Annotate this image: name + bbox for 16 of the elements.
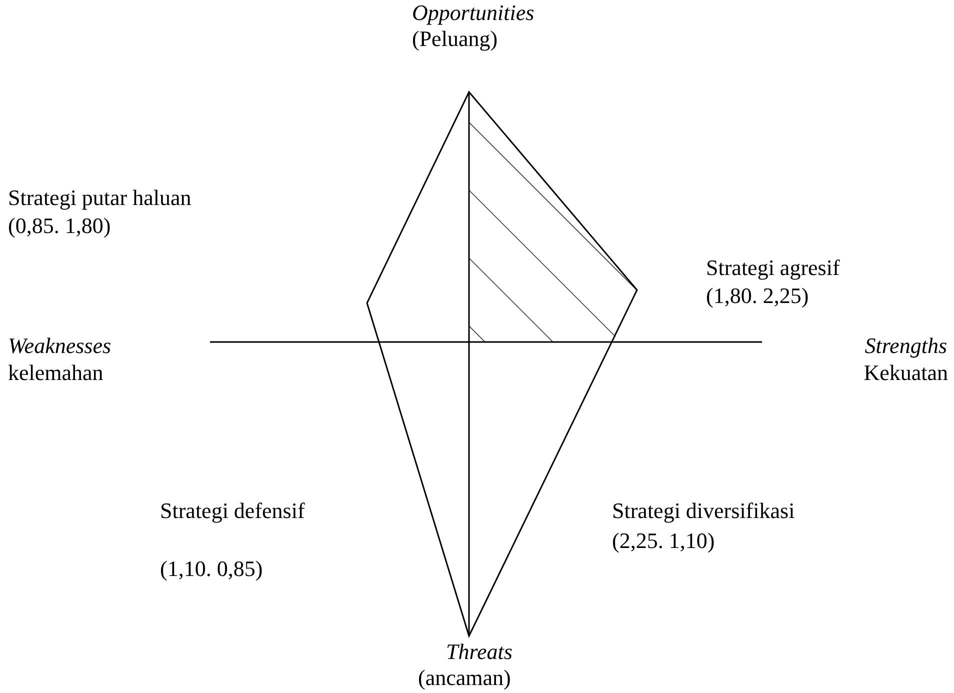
quadrant-label: Strategi putar haluan <box>8 185 192 211</box>
axis-label: (ancaman) <box>418 665 511 691</box>
axis-label: Kekuatan <box>864 360 948 386</box>
axis-label: Threats <box>446 639 512 665</box>
quadrant-label: Strategi defensif <box>160 498 305 524</box>
coordinate-label: (1,80. 2,25) <box>706 283 809 309</box>
axis-label: kelemahan <box>8 360 104 386</box>
coordinate-label: (1,10. 0,85) <box>160 556 263 582</box>
quadrant-label: Strategi diversifikasi <box>612 498 795 524</box>
axis-label: Opportunities <box>412 0 534 26</box>
coordinate-label: (2,25. 1,10) <box>612 528 715 554</box>
axis-label: Strengths <box>864 333 947 359</box>
axis-label: (Peluang) <box>412 26 498 52</box>
quadrant-label: Strategi agresif <box>706 255 840 281</box>
axis-label: Weaknesses <box>8 333 112 359</box>
coordinate-label: (0,85. 1,80) <box>8 213 111 239</box>
